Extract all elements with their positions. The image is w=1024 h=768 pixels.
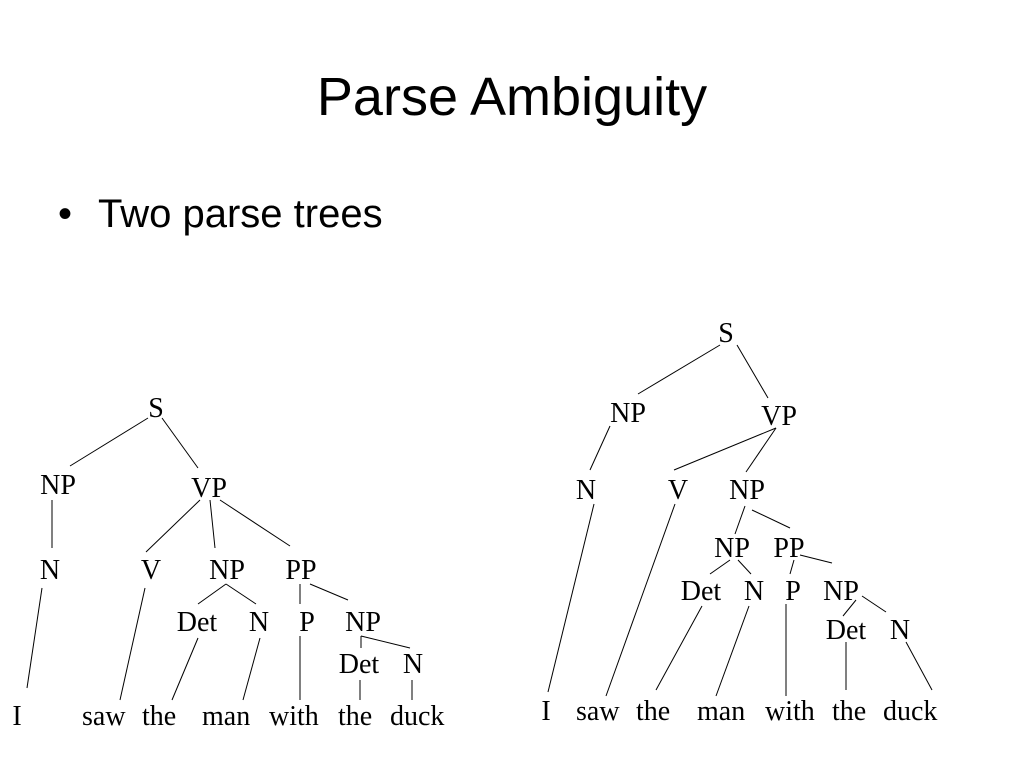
word-I: I	[12, 701, 21, 732]
bullet-dot: •	[58, 192, 73, 236]
node-N-pp: N	[890, 615, 910, 646]
node-V: V	[141, 555, 161, 586]
node-NP-object: NP	[209, 555, 245, 586]
node-Det-pp: Det	[826, 615, 867, 646]
parse-tree-right: S NP VP N V NP NP PP Det N P NP Det N I …	[541, 318, 937, 727]
node-N-object: N	[249, 607, 269, 638]
word-with: with	[269, 701, 319, 732]
word-the-2: the	[338, 701, 372, 732]
node-VP: VP	[761, 401, 797, 432]
node-P: P	[299, 607, 315, 638]
word-the: the	[142, 701, 176, 732]
node-Det: Det	[177, 607, 218, 638]
word-duck: duck	[883, 696, 937, 727]
tree-right-edges	[547, 344, 933, 697]
node-P: P	[785, 576, 801, 607]
node-N-pp: N	[403, 649, 423, 680]
word-I: I	[541, 696, 550, 727]
node-S: S	[718, 318, 734, 349]
parse-tree-left: S NP VP N V NP PP Det N P NP Det N I saw…	[12, 393, 444, 732]
node-N-object: N	[744, 576, 764, 607]
node-N: N	[40, 555, 60, 586]
bullet-item: • Two parse trees	[58, 190, 383, 238]
slide-title: Parse Ambiguity	[316, 67, 708, 127]
node-Det-pp: Det	[339, 649, 380, 680]
node-NP: NP	[40, 470, 76, 501]
node-N: N	[576, 475, 596, 506]
bullet-text: Two parse trees	[98, 192, 383, 236]
node-NP-object: NP	[729, 475, 765, 506]
node-S: S	[148, 393, 164, 424]
word-duck: duck	[390, 701, 444, 732]
word-man: man	[697, 696, 745, 727]
word-with: with	[765, 696, 815, 727]
word-the: the	[636, 696, 670, 727]
tree-left-edges	[26, 417, 413, 701]
node-NP-inner: NP	[714, 533, 750, 564]
node-NP-pp: NP	[345, 607, 381, 638]
node-NP: NP	[610, 398, 646, 429]
word-the-2: the	[832, 696, 866, 727]
node-PP: PP	[285, 555, 316, 586]
word-man: man	[202, 701, 250, 732]
word-saw: saw	[82, 701, 126, 732]
node-V: V	[668, 475, 688, 506]
node-NP-pp: NP	[823, 576, 859, 607]
node-PP: PP	[773, 533, 804, 564]
node-Det: Det	[681, 576, 722, 607]
word-saw: saw	[576, 696, 620, 727]
node-VP: VP	[191, 473, 227, 504]
